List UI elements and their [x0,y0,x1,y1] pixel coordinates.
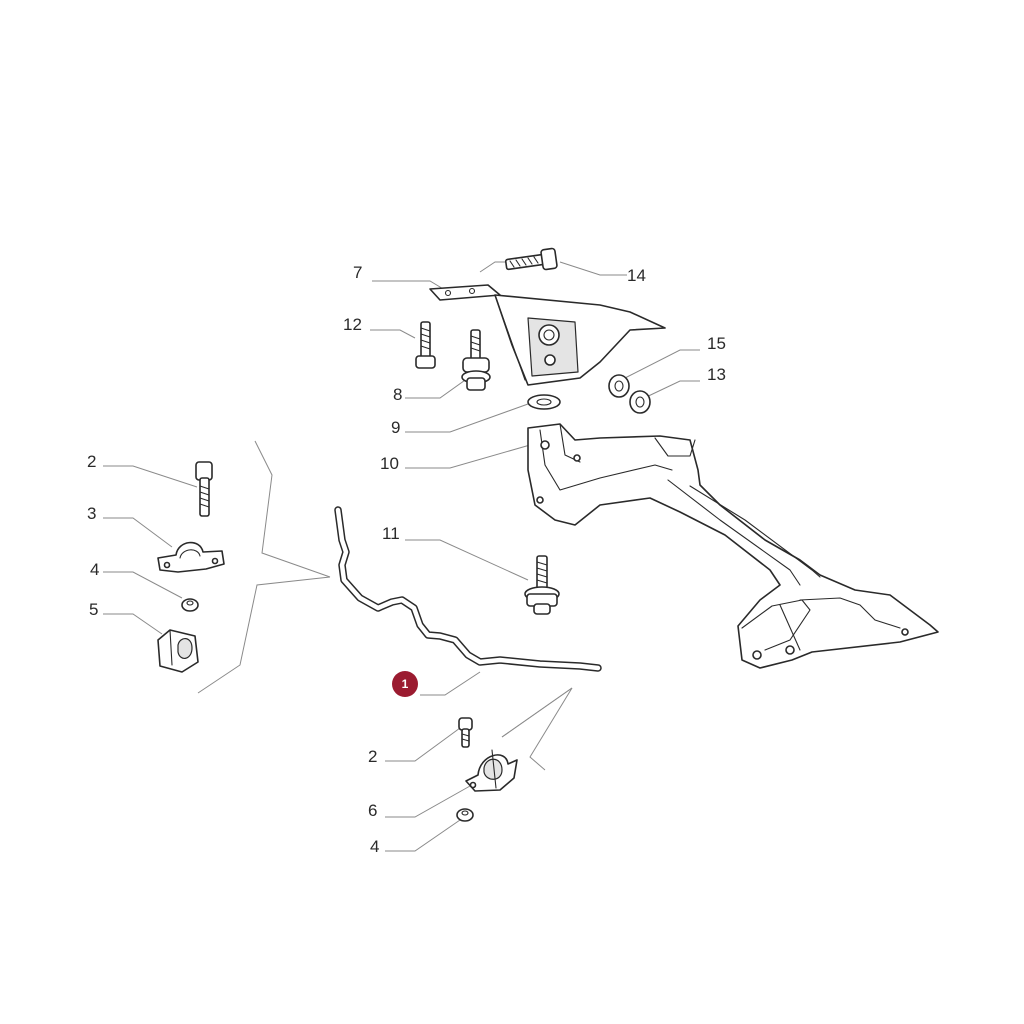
bushing-clamp-6-part [465,749,518,792]
washer-13-part [629,390,651,414]
callout-labels: 7 14 12 15 13 8 9 10 2 3 4 5 11 1 2 6 4 [87,263,726,856]
callout-7[interactable]: 7 [353,263,362,282]
washer-9-part [527,394,561,410]
callout-1[interactable]: 1 [402,677,409,691]
support-bracket-part [494,294,666,386]
callout-2-lower[interactable]: 2 [368,747,377,766]
callout-1-marker [392,671,418,697]
callout-10[interactable]: 10 [380,454,399,473]
callout-1-badge[interactable]: 1 [392,671,418,697]
callout-5[interactable]: 5 [89,600,98,619]
callout-8[interactable]: 8 [393,385,402,404]
bolt-2-left-part [195,461,213,517]
bolt-11-part [524,555,560,615]
callout-11[interactable]: 11 [382,524,400,543]
clamp-3-part [157,541,225,573]
callout-13[interactable]: 13 [707,365,726,384]
callout-4-lower[interactable]: 4 [370,837,379,856]
callout-3[interactable]: 3 [87,504,96,523]
bolt-2-lower-part [458,717,473,748]
callout-4-left[interactable]: 4 [90,560,99,579]
subframe-10-part [527,423,939,669]
bolt-12-part [415,321,436,369]
washer-15-part [608,374,630,398]
nut-4-left-part [181,598,199,612]
nut-4-lower-part [456,808,474,822]
bushing-5-part [157,629,199,673]
callout-14[interactable]: 14 [627,266,646,285]
callout-9[interactable]: 9 [391,418,400,437]
callout-6[interactable]: 6 [368,801,377,820]
callout-2-left[interactable]: 2 [87,452,96,471]
callout-15[interactable]: 15 [707,334,726,353]
sway-bar-1-part [334,506,602,672]
callout-12[interactable]: 12 [343,315,362,334]
bolt-8-part [461,329,491,391]
bolt-14-part [504,247,558,271]
